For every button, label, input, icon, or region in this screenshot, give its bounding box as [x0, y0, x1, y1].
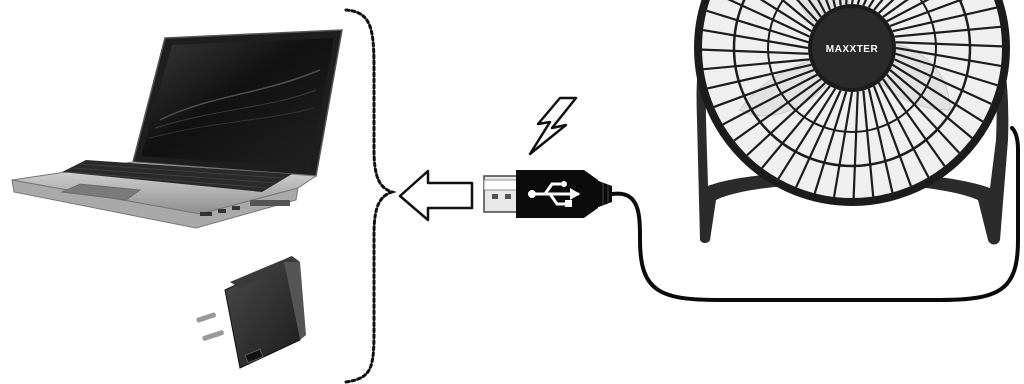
- usb-plug: [484, 170, 612, 218]
- laptop: [12, 30, 342, 228]
- arrow-left-icon: [400, 171, 472, 220]
- desk-fan: MAXXTER: [697, 0, 1009, 245]
- grouping-brace: [346, 10, 392, 382]
- fan-brand-label: MAXXTER: [826, 44, 879, 55]
- usb-power-adapter: [196, 256, 306, 368]
- laptop-screen: [141, 38, 334, 168]
- lightning-icon: [530, 98, 576, 154]
